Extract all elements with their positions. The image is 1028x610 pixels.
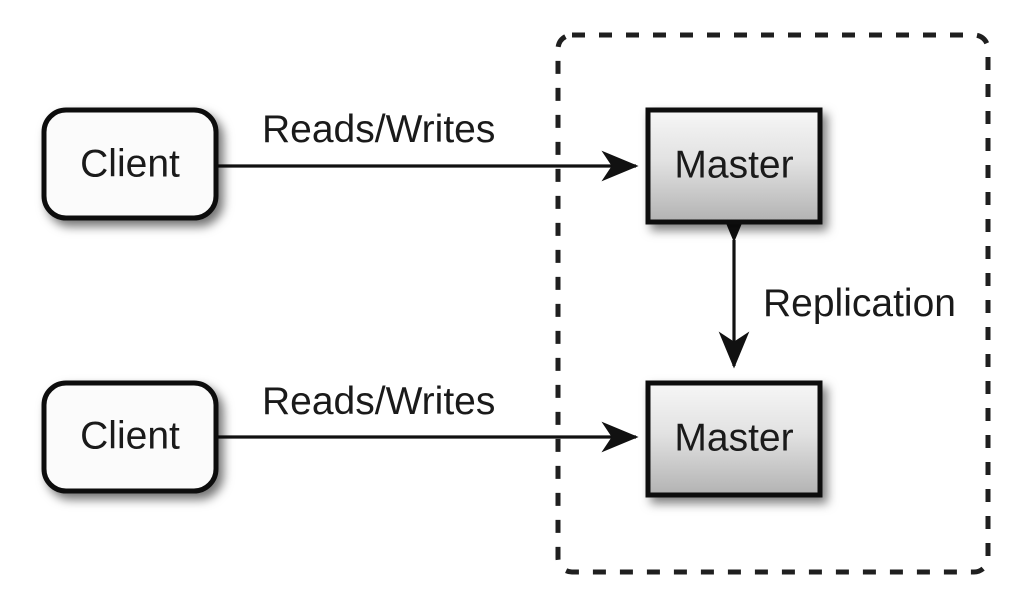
edge-label-reads-writes-top: Reads/Writes — [262, 108, 495, 151]
client-top-box[interactable] — [41, 107, 219, 221]
client-bottom-label: Client — [80, 414, 180, 457]
node-master-bottom[interactable] — [645, 380, 823, 498]
master-bottom-label: Master — [674, 416, 793, 459]
edge-label-replication: Replication — [763, 282, 956, 325]
client-bottom-box[interactable] — [41, 380, 219, 494]
replication-cluster-boundary — [555, 32, 991, 575]
master-bottom-box[interactable] — [645, 380, 823, 498]
node-client-bottom[interactable] — [41, 380, 219, 494]
client-top-label: Client — [80, 142, 180, 185]
node-client-top[interactable] — [41, 107, 219, 221]
master-top-label: Master — [674, 143, 793, 186]
edge-label-reads-writes-bottom: Reads/Writes — [262, 380, 495, 423]
node-master-top[interactable] — [645, 107, 823, 225]
master-top-box[interactable] — [645, 107, 823, 225]
